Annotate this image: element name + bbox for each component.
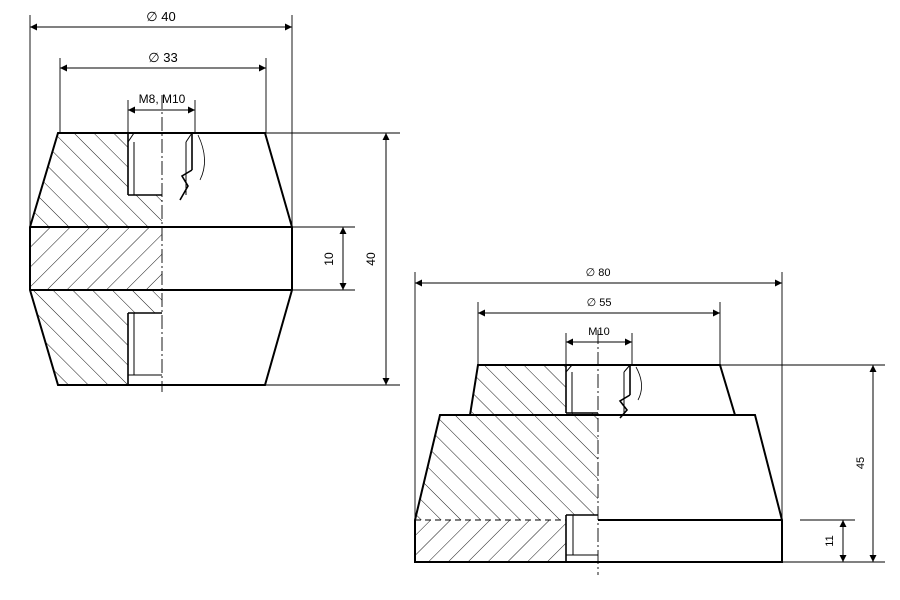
part-b-thread-label: M10 bbox=[588, 326, 609, 338]
part-b-break-mark bbox=[618, 394, 631, 419]
part-b-total-height-label: 45 bbox=[855, 457, 867, 469]
part-b-outer-diameter-label: ∅ 80 bbox=[586, 267, 611, 279]
part-a-total-height-label: 40 bbox=[364, 252, 378, 266]
part-b-base-height-label: 11 bbox=[824, 535, 836, 546]
part-a-section bbox=[29, 95, 293, 392]
part-a-inner-diameter-label: ∅ 33 bbox=[148, 50, 177, 65]
part-b-dimensions: ∅ 80 ∅ 55 M10 45 11 bbox=[414, 267, 885, 563]
part-a-bore-height-label: 10 bbox=[322, 252, 336, 266]
part-b-section bbox=[414, 330, 783, 575]
part-a-break-mark bbox=[179, 169, 193, 201]
part-a-thread-hole-top bbox=[128, 133, 162, 195]
part-a-outer-diameter-label: ∅ 40 bbox=[146, 9, 175, 24]
part-a-dimensions: ∅ 40 ∅ 33 M8, M10 10 40 bbox=[29, 9, 400, 386]
part-b-top-diameter-label: ∅ 55 bbox=[587, 297, 612, 309]
part-a-thread-hole-bottom bbox=[128, 313, 162, 385]
part-a-thread-label: M8, M10 bbox=[139, 92, 186, 106]
